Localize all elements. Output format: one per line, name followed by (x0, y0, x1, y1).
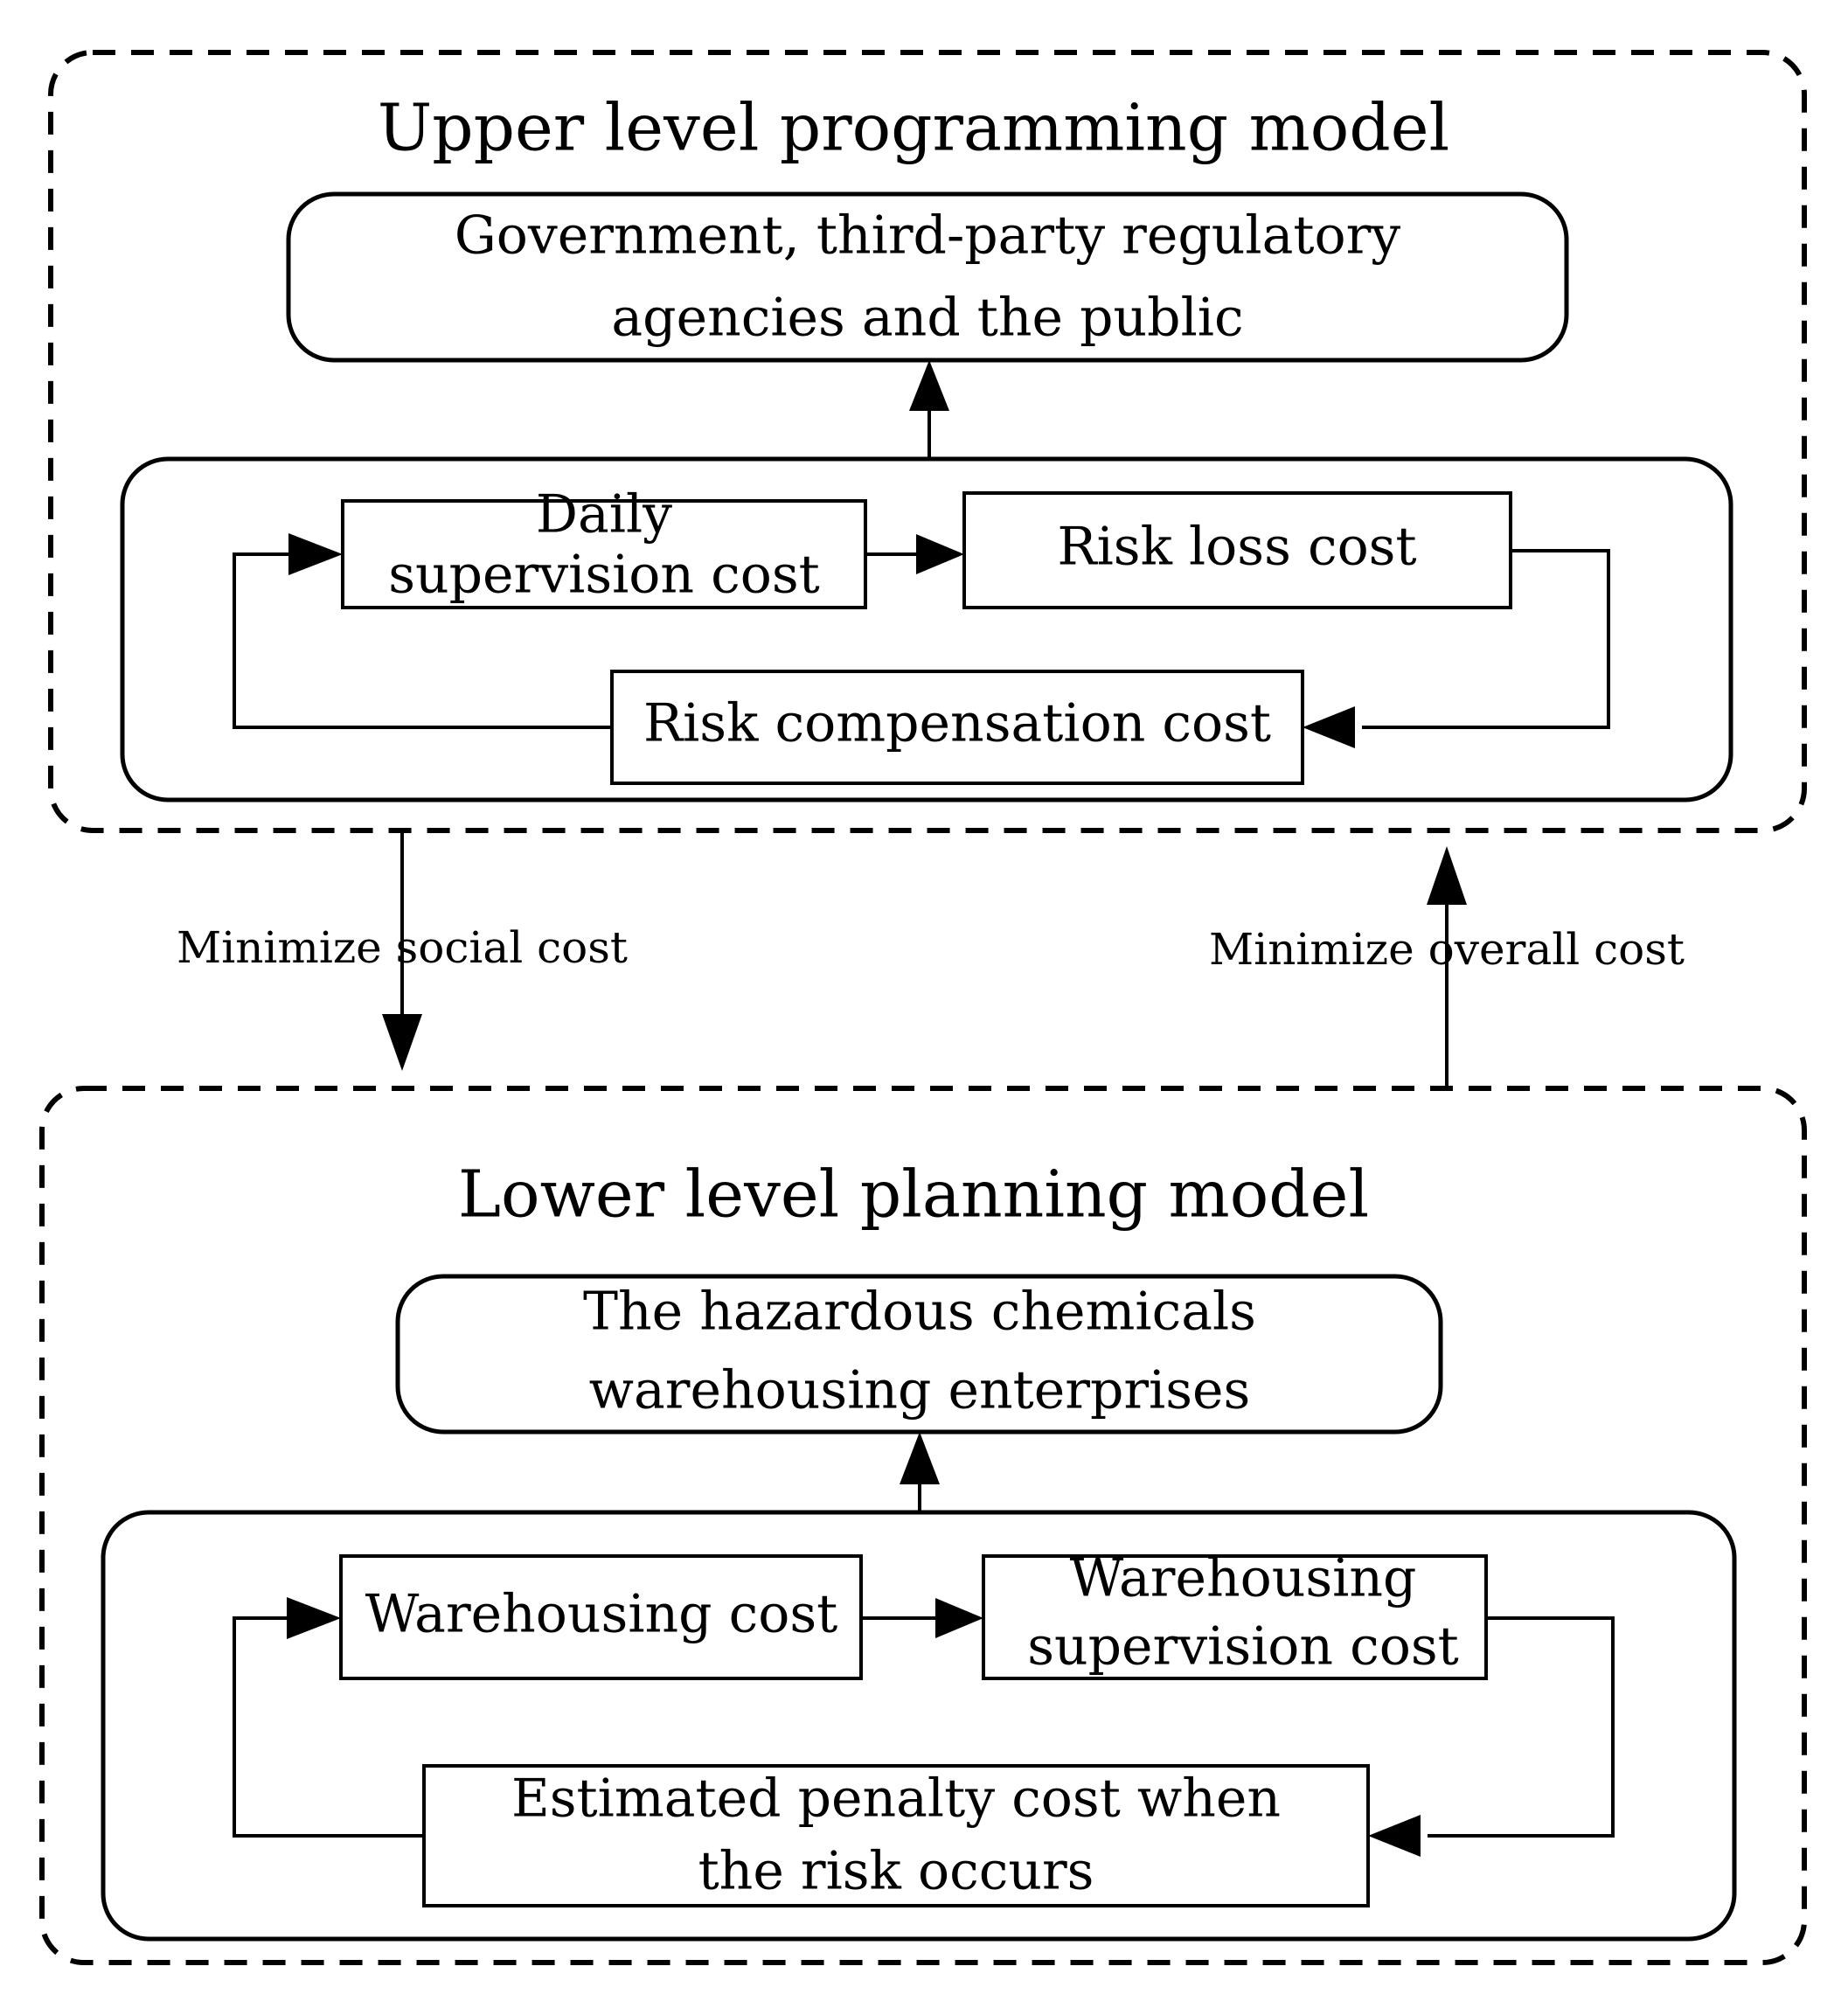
minimize-social-cost-label: Minimize social cost (177, 922, 628, 973)
lower-cycle-left-path (233, 1616, 424, 1838)
upper-actor-line2: agencies and the public (611, 288, 1243, 349)
upper-level-container (48, 50, 1807, 833)
minimize-overall-cost-label: Minimize overall cost (1209, 924, 1685, 975)
risk-loss-cost-label: Risk loss cost (1057, 517, 1416, 578)
upper-daily-to-riskloss-arrowhead (916, 534, 964, 574)
lower-level-container (39, 1086, 1807, 1965)
warehousing-supervision-cost-box-fill (983, 1556, 1486, 1678)
upper-costs-to-actor-arrowhead (909, 360, 949, 411)
daily-supervision-cost-box-fill (343, 501, 865, 608)
daily-supervision-cost-line2: supervision cost (388, 545, 820, 606)
daily-supervision-cost-line1: Daily (536, 484, 672, 545)
estimated-penalty-cost-line2: the risk occurs (698, 1841, 1094, 1902)
lower-supervision-to-penalty-arrowhead (1368, 1815, 1421, 1857)
upper-actor-box-fill (288, 194, 1567, 360)
warehousing-cost-label: Warehousing cost (365, 1584, 838, 1645)
lower-actor-box-fill (398, 1276, 1441, 1432)
risk-compensation-cost-box-fill (612, 671, 1303, 783)
warehousing-cost-box-fill (341, 1556, 861, 1678)
lower-cycle-left-arrowhead (287, 1597, 341, 1639)
upper-cost-group-container (120, 456, 1733, 803)
upper-cycle-left-path (233, 552, 612, 729)
upper-riskloss-to-compensation-path (1362, 549, 1610, 729)
lower-supervision-to-penalty-path (1428, 1616, 1615, 1838)
upper-level-title: Upper level programming model (378, 90, 1449, 165)
lower-actor-line2: warehousing enterprises (589, 1360, 1251, 1421)
warehousing-supervision-cost-line1: Warehousing (1070, 1548, 1417, 1609)
upper-actor-line1: Government, third-party regulatory (455, 205, 1400, 267)
upper-cycle-left-arrowhead (288, 533, 343, 575)
lower-actor-box (395, 1274, 1443, 1435)
risk-compensation-cost-label: Risk compensation cost (643, 693, 1271, 754)
lower-actor-line1: The hazardous chemicals (583, 1282, 1256, 1343)
lower-costs-to-actor-arrowhead (900, 1432, 940, 1484)
upper-actor-box (286, 191, 1569, 363)
warehousing-supervision-cost-line2: supervision cost (1027, 1616, 1459, 1678)
estimated-penalty-cost-line1: Estimated penalty cost when (511, 1768, 1281, 1830)
minimize-social-cost-arrowhead (382, 1014, 422, 1071)
lower-level-title: Lower level planning model (458, 1157, 1369, 1232)
lower-warehousing-to-supervision-arrowhead (935, 1598, 983, 1638)
risk-loss-cost-box-fill (964, 493, 1511, 608)
minimize-overall-cost-arrowhead (1427, 846, 1467, 905)
upper-riskloss-to-compensation-arrowhead (1303, 706, 1355, 748)
estimated-penalty-cost-box-fill (424, 1766, 1368, 1906)
lower-cost-group-container (101, 1510, 1737, 1942)
